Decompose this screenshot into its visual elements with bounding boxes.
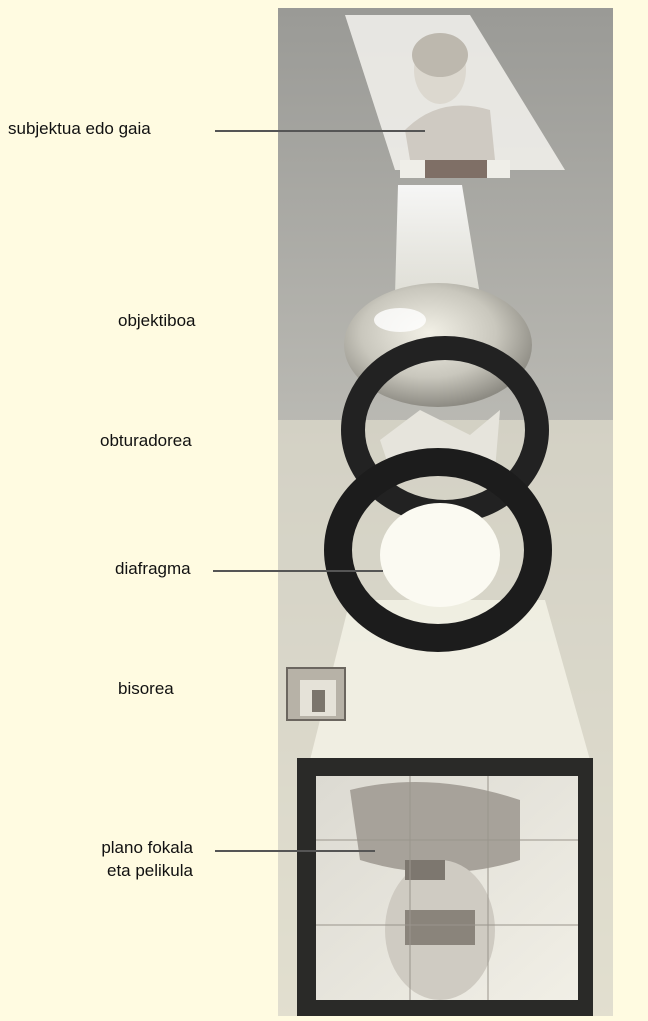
viewfinder-icon xyxy=(287,668,345,720)
leader-line-focal-plane xyxy=(215,850,375,852)
label-focal-plane-line2: eta pelikula xyxy=(88,859,193,883)
label-viewfinder: bisorea xyxy=(118,677,174,701)
leader-line-aperture xyxy=(213,570,383,572)
film-frame-icon xyxy=(297,758,593,1016)
label-subject: subjektua edo gaia xyxy=(8,117,151,141)
label-shutter: obturadorea xyxy=(100,429,192,453)
leader-line-subject xyxy=(215,130,425,132)
label-focal-plane-line1: plano fokala xyxy=(88,836,193,860)
label-aperture: diafragma xyxy=(115,557,191,581)
label-lens: objektiboa xyxy=(118,309,196,333)
